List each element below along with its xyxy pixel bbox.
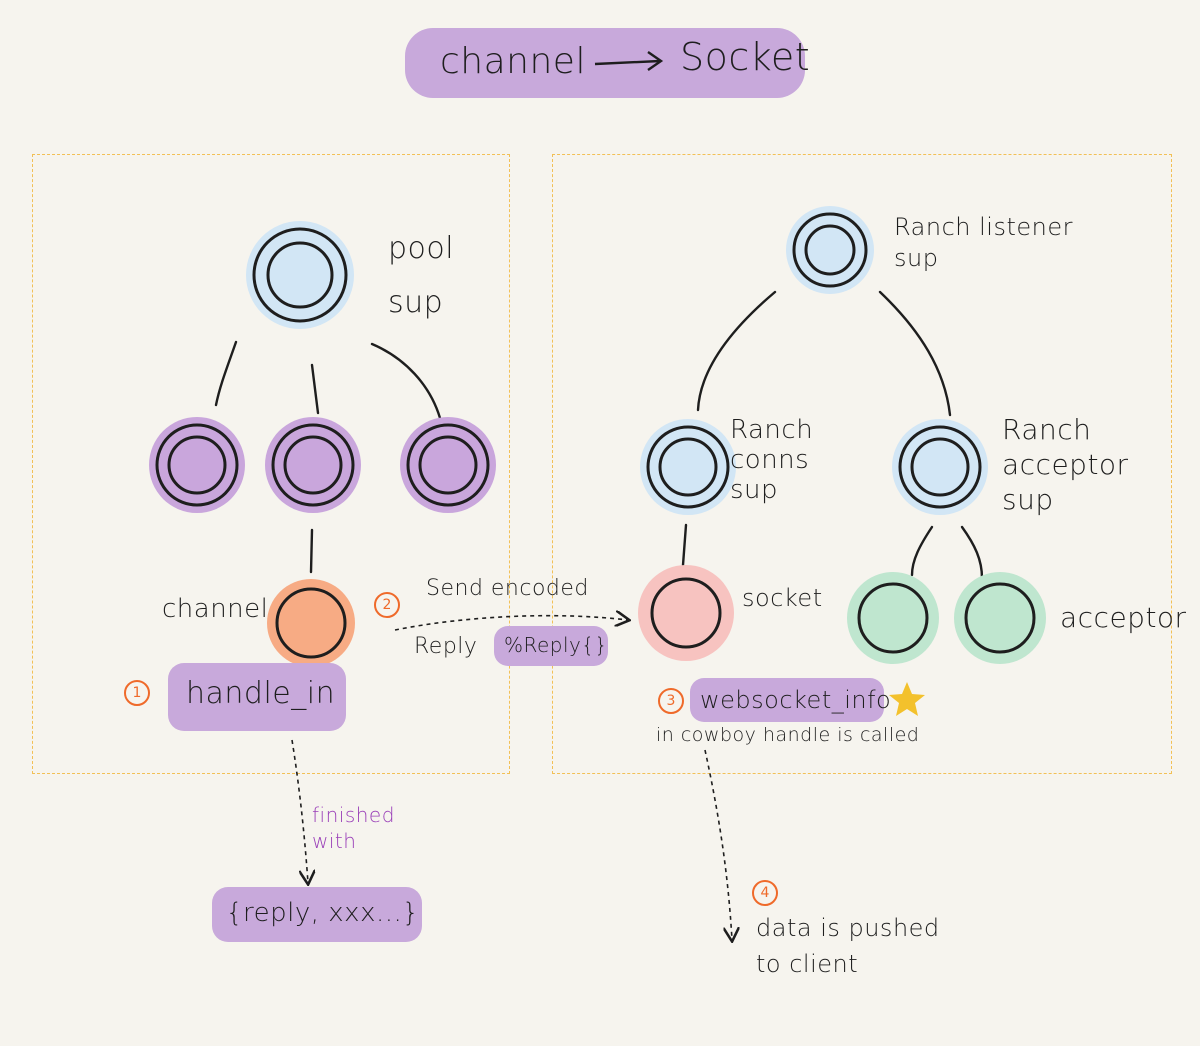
reply-struct-highlight <box>494 626 608 666</box>
step3-number: 3 <box>658 688 684 714</box>
right-panel-frame <box>552 154 1172 774</box>
reply-tuple-highlight <box>212 887 422 942</box>
handle-in-highlight <box>168 663 346 731</box>
channel-node <box>267 579 355 667</box>
edge-pool-to-worker1 <box>214 340 238 407</box>
step4-number: 4 <box>752 880 778 906</box>
data-pushed-label: data is pushed to client <box>756 914 940 978</box>
ranch-acceptor-sup-node <box>892 419 988 515</box>
acceptor-node-1 <box>847 572 939 664</box>
worker-node-2 <box>265 417 361 513</box>
send-encoded-label: Send encoded <box>426 576 589 601</box>
socket-label: socket <box>742 584 823 612</box>
step1-number: 1 <box>124 680 150 706</box>
reply-tuple-label: {reply, xxx...} <box>226 898 420 928</box>
edge-acceptor-sup-to-acceptor2 <box>960 525 984 580</box>
ranch-conns-sup-label: Ranch conns sup <box>730 415 814 505</box>
ranch-acceptor-sup-label: Ranch acceptor sup <box>1002 413 1129 516</box>
finished-with-label: finished with <box>312 803 395 853</box>
edge-pool-to-worker2 <box>310 363 320 415</box>
websocket-info-highlight <box>690 678 884 722</box>
worker-node-1 <box>149 417 245 513</box>
edge-acceptor-sup-to-acceptor1 <box>910 525 934 577</box>
send-reply-arrow <box>394 616 628 631</box>
socket-node <box>638 565 734 661</box>
star-icon <box>889 682 925 716</box>
reply-label: Reply <box>414 634 478 659</box>
pool-sup-node <box>246 221 354 329</box>
ranch-conns-sup-node <box>640 419 736 515</box>
edge-listener-to-conns <box>696 290 777 412</box>
data-pushed-arrow <box>704 749 732 940</box>
pool-sup-label: pool sup <box>388 231 455 320</box>
channel-label: channel <box>162 594 269 624</box>
handle-in-label: handle_in <box>186 676 336 711</box>
title-left: channel <box>440 41 586 82</box>
ranch-listener-sup-node <box>786 206 874 294</box>
edge-listener-to-acceptor <box>878 290 952 417</box>
step2-number: 2 <box>374 592 400 618</box>
edge-pool-to-worker3 <box>370 342 442 420</box>
edge-worker2-to-channel <box>309 528 314 574</box>
worker-node-3 <box>400 417 496 513</box>
arrow-right-icon <box>594 51 664 71</box>
reply-struct-label: %Reply{} <box>504 633 608 657</box>
edge-conns-to-socket <box>681 523 688 567</box>
websocket-info-label: websocket_info <box>700 686 892 714</box>
acceptor-node-2 <box>954 572 1046 664</box>
acceptor-label: acceptor <box>1060 601 1187 634</box>
title-right: Socket <box>680 35 811 79</box>
ranch-listener-sup-label: Ranch listener sup <box>894 213 1073 273</box>
finished-with-arrow <box>291 739 308 883</box>
left-panel-frame <box>32 154 510 774</box>
websocket-info-note: in cowboy handle is called <box>656 724 920 746</box>
